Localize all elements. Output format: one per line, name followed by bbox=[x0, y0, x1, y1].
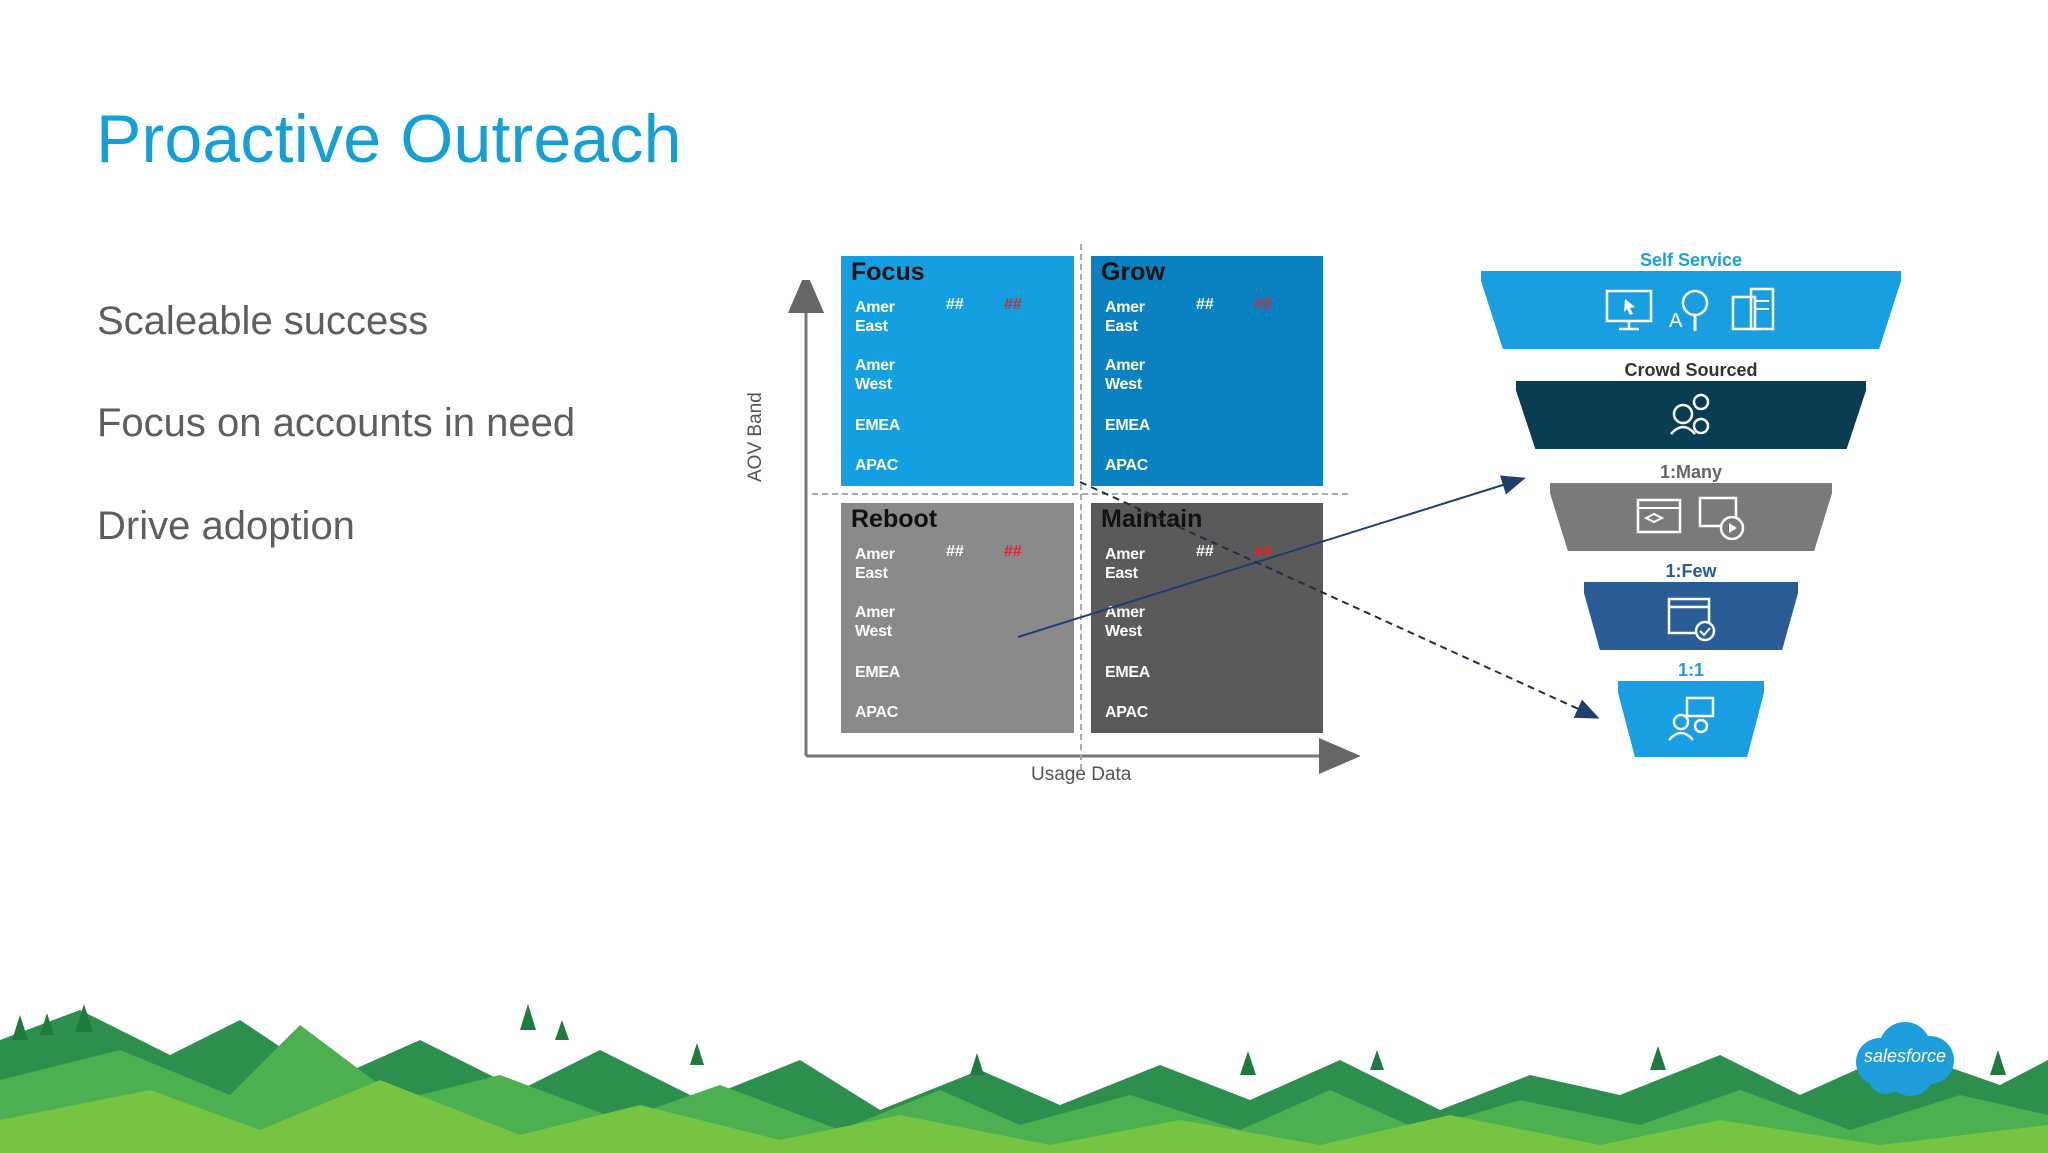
funnel-tier-label: Self Service bbox=[1639, 250, 1743, 270]
region-label: EMEA bbox=[855, 417, 901, 434]
region-label: Amer West bbox=[1105, 604, 1145, 640]
count-value: ## bbox=[1196, 543, 1214, 560]
count-value: ## bbox=[946, 543, 964, 560]
community-people-icon bbox=[1670, 393, 1710, 435]
region-label: Amer East bbox=[1105, 546, 1145, 582]
connector-arrow-dashed bbox=[1079, 481, 1600, 719]
count-value: ## bbox=[1196, 296, 1214, 313]
person-chat-icon bbox=[1668, 696, 1715, 741]
count-value-red: ## bbox=[1004, 296, 1022, 313]
funnel-tier-shape bbox=[1550, 483, 1832, 551]
region-label: APAC bbox=[1105, 457, 1148, 474]
region-label: Amer East bbox=[855, 546, 895, 582]
slide-title: Proactive Outreach bbox=[96, 101, 682, 177]
calendar-check-icon bbox=[1667, 597, 1716, 642]
bullet-focus-accounts: Focus on accounts in need bbox=[97, 401, 576, 445]
region-label: APAC bbox=[855, 457, 898, 474]
funnel-tier-label: 1:Many bbox=[1659, 462, 1722, 482]
region-label: EMEA bbox=[1105, 417, 1151, 434]
quadrant-title: Reboot bbox=[851, 505, 938, 533]
quadrant-title: Focus bbox=[851, 258, 925, 286]
webinar-icon bbox=[1636, 498, 1682, 534]
count-value-red: ## bbox=[1004, 543, 1022, 560]
matrix-axes bbox=[788, 280, 1360, 774]
funnel-tier-shape bbox=[1516, 381, 1866, 449]
search-knowledge-icon: A bbox=[1669, 289, 1709, 332]
bullet-scaleable-success: Scaleable success bbox=[97, 299, 429, 343]
count-value-red: ## bbox=[1254, 296, 1272, 313]
devices-icon bbox=[1731, 287, 1775, 331]
quadrant-title: Grow bbox=[1101, 258, 1165, 286]
region-label: EMEA bbox=[855, 664, 901, 681]
funnel-tier-label: Crowd Sourced bbox=[1624, 360, 1758, 380]
connector-arrow-solid bbox=[1017, 475, 1526, 638]
bullet-drive-adoption: Drive adoption bbox=[97, 504, 355, 548]
funnel-tier-shape: A bbox=[1481, 271, 1901, 349]
x-axis-label: Usage Data bbox=[1031, 764, 1132, 785]
region-label: Amer West bbox=[855, 357, 895, 393]
region-label: Amer West bbox=[1105, 357, 1145, 393]
funnel-tier-shape bbox=[1584, 582, 1798, 650]
region-label: EMEA bbox=[1105, 664, 1151, 681]
count-value: ## bbox=[946, 296, 964, 313]
computer-cursor-icon bbox=[1605, 289, 1653, 331]
svg-text:A: A bbox=[1669, 310, 1683, 332]
region-label: APAC bbox=[1105, 704, 1148, 721]
funnel-tier-shape bbox=[1618, 681, 1764, 757]
region-label: Amer East bbox=[855, 299, 895, 335]
funnel-tier-label: 1:1 bbox=[1677, 660, 1704, 680]
region-label: APAC bbox=[855, 704, 898, 721]
salesforce-logo-text: salesforce bbox=[1863, 1046, 1947, 1066]
quadrant-title: Maintain bbox=[1101, 505, 1203, 533]
region-label: Amer West bbox=[855, 604, 895, 640]
video-play-icon bbox=[1698, 496, 1745, 541]
funnel-tier-label: 1:Few bbox=[1665, 561, 1717, 581]
mountain-landscape bbox=[0, 1004, 2048, 1153]
count-value-red: ## bbox=[1254, 543, 1272, 560]
salesforce-logo bbox=[1856, 1022, 1954, 1096]
region-label: Amer East bbox=[1105, 299, 1145, 335]
